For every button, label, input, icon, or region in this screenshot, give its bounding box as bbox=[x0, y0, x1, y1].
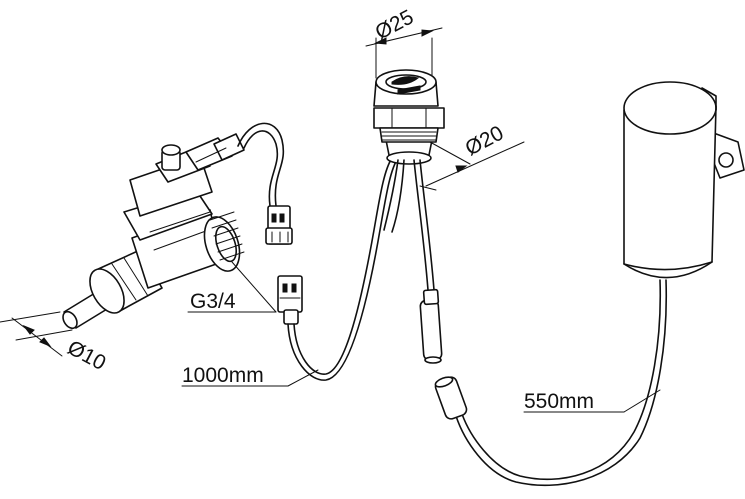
control-box bbox=[623, 81, 745, 279]
dimension-valve-thread: G3/4 bbox=[187, 261, 277, 313]
inlet-diameter-label: Ø10 bbox=[64, 336, 110, 375]
box-cable-550 bbox=[461, 279, 662, 481]
sensor-wire-left bbox=[383, 159, 399, 231]
solenoid-valve bbox=[62, 133, 245, 330]
valve-thread-label: G3/4 bbox=[190, 290, 236, 313]
solenoid-coil bbox=[155, 133, 245, 183]
sensor-wire-right bbox=[413, 159, 429, 291]
valve-cable bbox=[237, 122, 285, 207]
sensor-head bbox=[373, 69, 445, 165]
sensor-plug bbox=[419, 288, 443, 364]
dimension-head-diameter: Ø25 bbox=[365, 5, 443, 79]
box-cable-plug bbox=[434, 376, 468, 420]
dimension-inlet-diameter: Ø10 bbox=[0, 311, 110, 375]
dimension-cable-550: 550mm bbox=[523, 389, 661, 413]
outlet-thread bbox=[203, 211, 245, 272]
sensor-cable-1000 bbox=[287, 157, 399, 381]
head-diameter-label: Ø25 bbox=[372, 5, 418, 44]
cable-length-valve-label: 1000mm bbox=[182, 364, 264, 387]
valve-connector bbox=[265, 205, 293, 245]
body-diameter-label: Ø20 bbox=[462, 121, 508, 160]
dimension-cable-1000: 1000mm bbox=[181, 364, 319, 387]
sensor-connector bbox=[277, 275, 303, 325]
cable-length-box-label: 550mm bbox=[524, 390, 594, 413]
